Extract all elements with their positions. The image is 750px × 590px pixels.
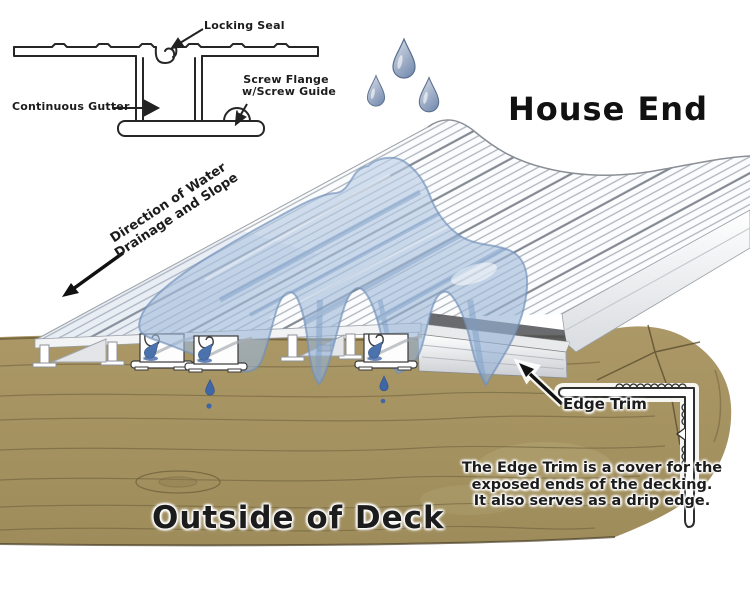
screw-flange-label-line1: Screw Flange: [243, 73, 329, 86]
deck-top-edge: [427, 119, 750, 176]
wood-knot: [135, 470, 221, 494]
edge-trim-note-line2: exposed ends of the decking.: [471, 476, 713, 493]
water-drop-icon: [380, 398, 386, 404]
edge-trim-end-seam: [565, 351, 568, 379]
continuous-gutter-arrowhead: [144, 99, 161, 117]
wood-body: [0, 326, 732, 546]
deck-support-legs: [32, 333, 363, 368]
inset-panel-top-left: [13, 43, 157, 48]
inset-bottom-flange: [117, 120, 265, 137]
deck-left-edge: [34, 126, 429, 341]
locking-seal-arrowhead: [169, 37, 185, 50]
edge-trim-note-line3: It also serves as a drip edge.: [473, 493, 711, 509]
splash-highlight: [451, 262, 497, 286]
water-drop-icon: [418, 76, 440, 113]
gutter-drips: [205, 375, 389, 409]
screw-flange-label: Screw Flange w/Screw Guide: [242, 73, 337, 98]
screw-flange-label-line2: w/Screw Guide: [242, 84, 337, 98]
fascia-inner-line: [565, 227, 750, 331]
continuous-gutter-label: Continuous Gutter: [12, 100, 130, 113]
profile-side-serrations: [681, 403, 686, 468]
locking-seal-label: Locking Seal: [204, 19, 285, 32]
house-end-title: House End: [508, 90, 708, 128]
direction-arrow: [62, 251, 125, 297]
edge-trim-arrow: [513, 358, 565, 407]
edge-trim-label: Edge Trim: [563, 395, 647, 413]
water-drop-icon: [206, 403, 212, 409]
inset-gutter-walls: [135, 55, 203, 122]
inset-panel-top-right: [175, 43, 319, 57]
edge-trim-note-line1: The Edge Trim is a cover for the: [461, 460, 723, 476]
inset-panel-bottoms: [13, 46, 319, 57]
wood-bottom-edge: [0, 536, 616, 547]
outside-of-deck-title: Outside of Deck: [152, 500, 445, 536]
edge-trim-profile-drawing: [554, 383, 699, 532]
splash-outline: [138, 156, 529, 387]
inset-label-arrows: [112, 28, 248, 127]
water-drop-icon: [366, 75, 386, 107]
inset-locking-seal-curl: [154, 46, 178, 64]
wood-light-patch: [475, 442, 615, 498]
water-drop-icon: [392, 38, 416, 79]
wood-light-patch: [420, 485, 520, 515]
splash-shape: [139, 157, 528, 385]
edge-trim-note: The Edge Trim is a cover for the exposed…: [444, 460, 740, 510]
inset-profile-drawing: [13, 43, 319, 137]
locking-seal-arrow: [179, 28, 204, 44]
profile-notch: [675, 427, 686, 441]
profile-top-serrations: [615, 383, 687, 388]
screw-flange-arrowhead: [234, 111, 247, 127]
rain-drops: [366, 38, 440, 113]
